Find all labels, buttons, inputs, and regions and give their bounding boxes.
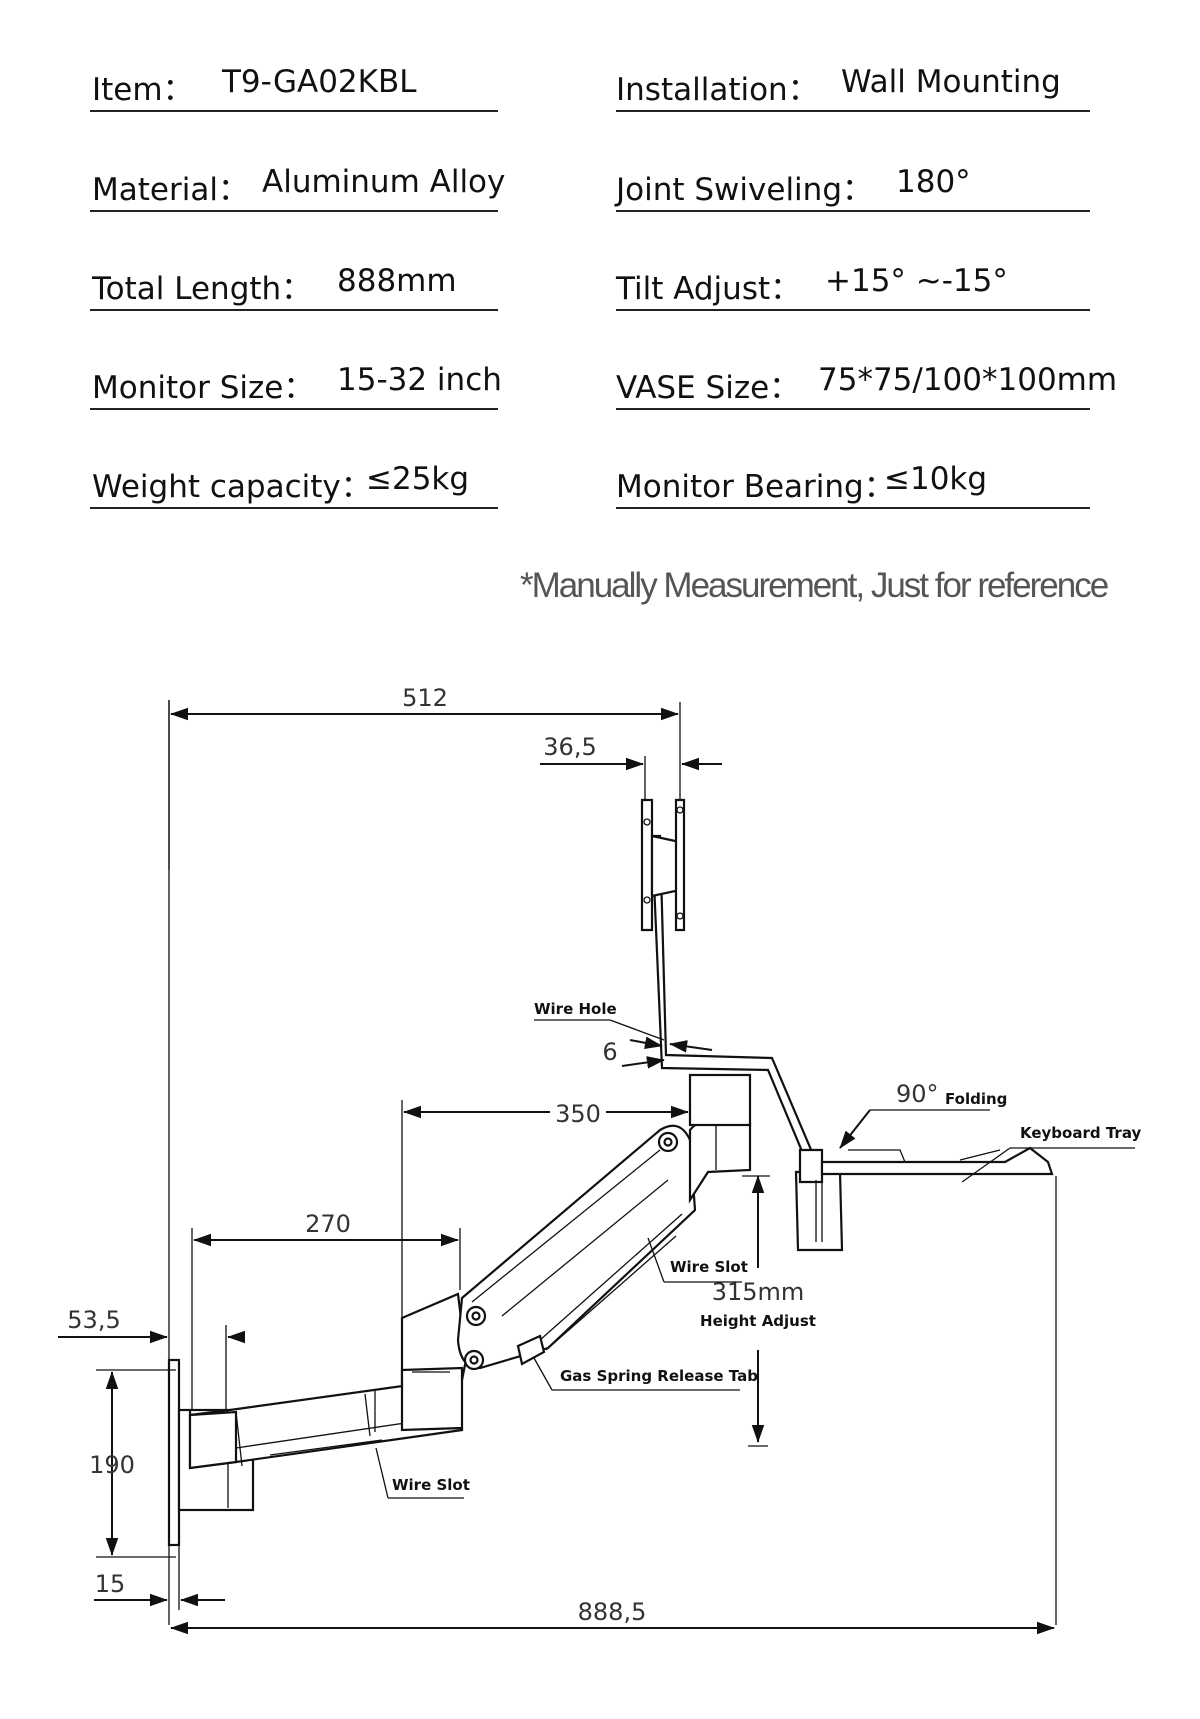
- spec-value: T9-GA02KBL: [222, 64, 417, 100]
- spec-row-tilt-adjust: Tilt Adjust： +15° ~-15°: [616, 249, 1090, 311]
- spec-value: ≤25kg: [366, 461, 470, 497]
- spec-row-installation: Installation： Wall Mounting: [616, 50, 1090, 112]
- height-adjust-callout: Height Adjust: [700, 1312, 816, 1330]
- dim-53-5-label: 53,5: [67, 1306, 120, 1334]
- gas-spring-callout: Gas Spring Release Tab: [560, 1367, 758, 1385]
- spec-label: Weight capacity：: [92, 469, 372, 505]
- spec-row-weight-capacity: Weight capacity： ≤25kg: [90, 447, 498, 509]
- dim-270-label: 270: [305, 1210, 351, 1238]
- wire-slot-upper-callout: Wire Slot: [670, 1258, 748, 1276]
- wall-plate: [167, 1358, 181, 1547]
- keyboard-tray-callout: Keyboard Tray: [1020, 1124, 1141, 1142]
- spec-row-total-length: Total Length： 888mm: [90, 249, 498, 311]
- spec-row-item: Item： T9-GA02KBL: [90, 50, 498, 112]
- spec-row-monitor-size: Monitor Size： 15-32 inch: [90, 348, 502, 410]
- top-column: [688, 1073, 752, 1204]
- elbow-joint: [400, 1292, 468, 1432]
- spec-row-joint-swiveling: Joint Swiveling： 180°: [616, 150, 1090, 212]
- lower-arm: [188, 1376, 464, 1470]
- spec-value: 888mm: [337, 263, 457, 299]
- spec-value: ≤10kg: [884, 461, 988, 497]
- dim-15-label: 15: [95, 1570, 126, 1598]
- spec-label: Monitor Bearing：: [616, 469, 895, 505]
- spec-label: Material：: [92, 172, 249, 208]
- folding-callout: Folding: [945, 1090, 1007, 1108]
- spec-value: +15° ~-15°: [825, 263, 1008, 299]
- dim-350-label: 350: [555, 1100, 601, 1128]
- gas-spring-release-tab: [516, 1334, 546, 1366]
- dim-315-label: 315mm: [712, 1278, 805, 1306]
- dim-36-5-label: 36,5: [543, 733, 596, 761]
- spec-label: Installation：: [616, 72, 819, 108]
- dim-888-5-label: 888,5: [578, 1598, 647, 1626]
- spec-label: Item：: [92, 72, 194, 108]
- dim-6-label: 6: [602, 1038, 617, 1066]
- wire-slot-lower-callout: Wire Slot: [392, 1476, 470, 1494]
- spec-value: 180°: [896, 164, 971, 200]
- spec-value: Aluminum Alloy: [262, 164, 506, 200]
- spec-label: Joint Swiveling：: [616, 172, 873, 208]
- spec-label: Tilt Adjust：: [616, 271, 802, 307]
- spec-label: Monitor Size：: [92, 370, 315, 406]
- monitor-pole: [640, 798, 814, 1158]
- measurement-note: *Manually Measurement, Just for referenc…: [520, 566, 1109, 605]
- dim-90-label: 90°: [896, 1080, 939, 1108]
- spec-label: VASE Size：: [616, 370, 801, 406]
- dim-190-label: 190: [89, 1451, 135, 1479]
- spec-value: Wall Mounting: [841, 64, 1061, 100]
- spec-value: 75*75/100*100mm: [818, 362, 1118, 398]
- keyboard-tray: [794, 1146, 1054, 1252]
- dim-512-label: 512: [402, 684, 448, 712]
- spec-row-vase-size: VASE Size： 75*75/100*100mm: [616, 348, 1117, 410]
- gas-spring-arm: [456, 1124, 697, 1371]
- spec-row-material: Material： Aluminum Alloy: [90, 150, 505, 212]
- spec-value: 15-32 inch: [337, 362, 502, 398]
- spec-row-monitor-bearing: Monitor Bearing： ≤10kg: [616, 447, 1090, 509]
- wire-hole-callout: Wire Hole: [534, 1000, 617, 1018]
- spec-label: Total Length：: [92, 271, 313, 307]
